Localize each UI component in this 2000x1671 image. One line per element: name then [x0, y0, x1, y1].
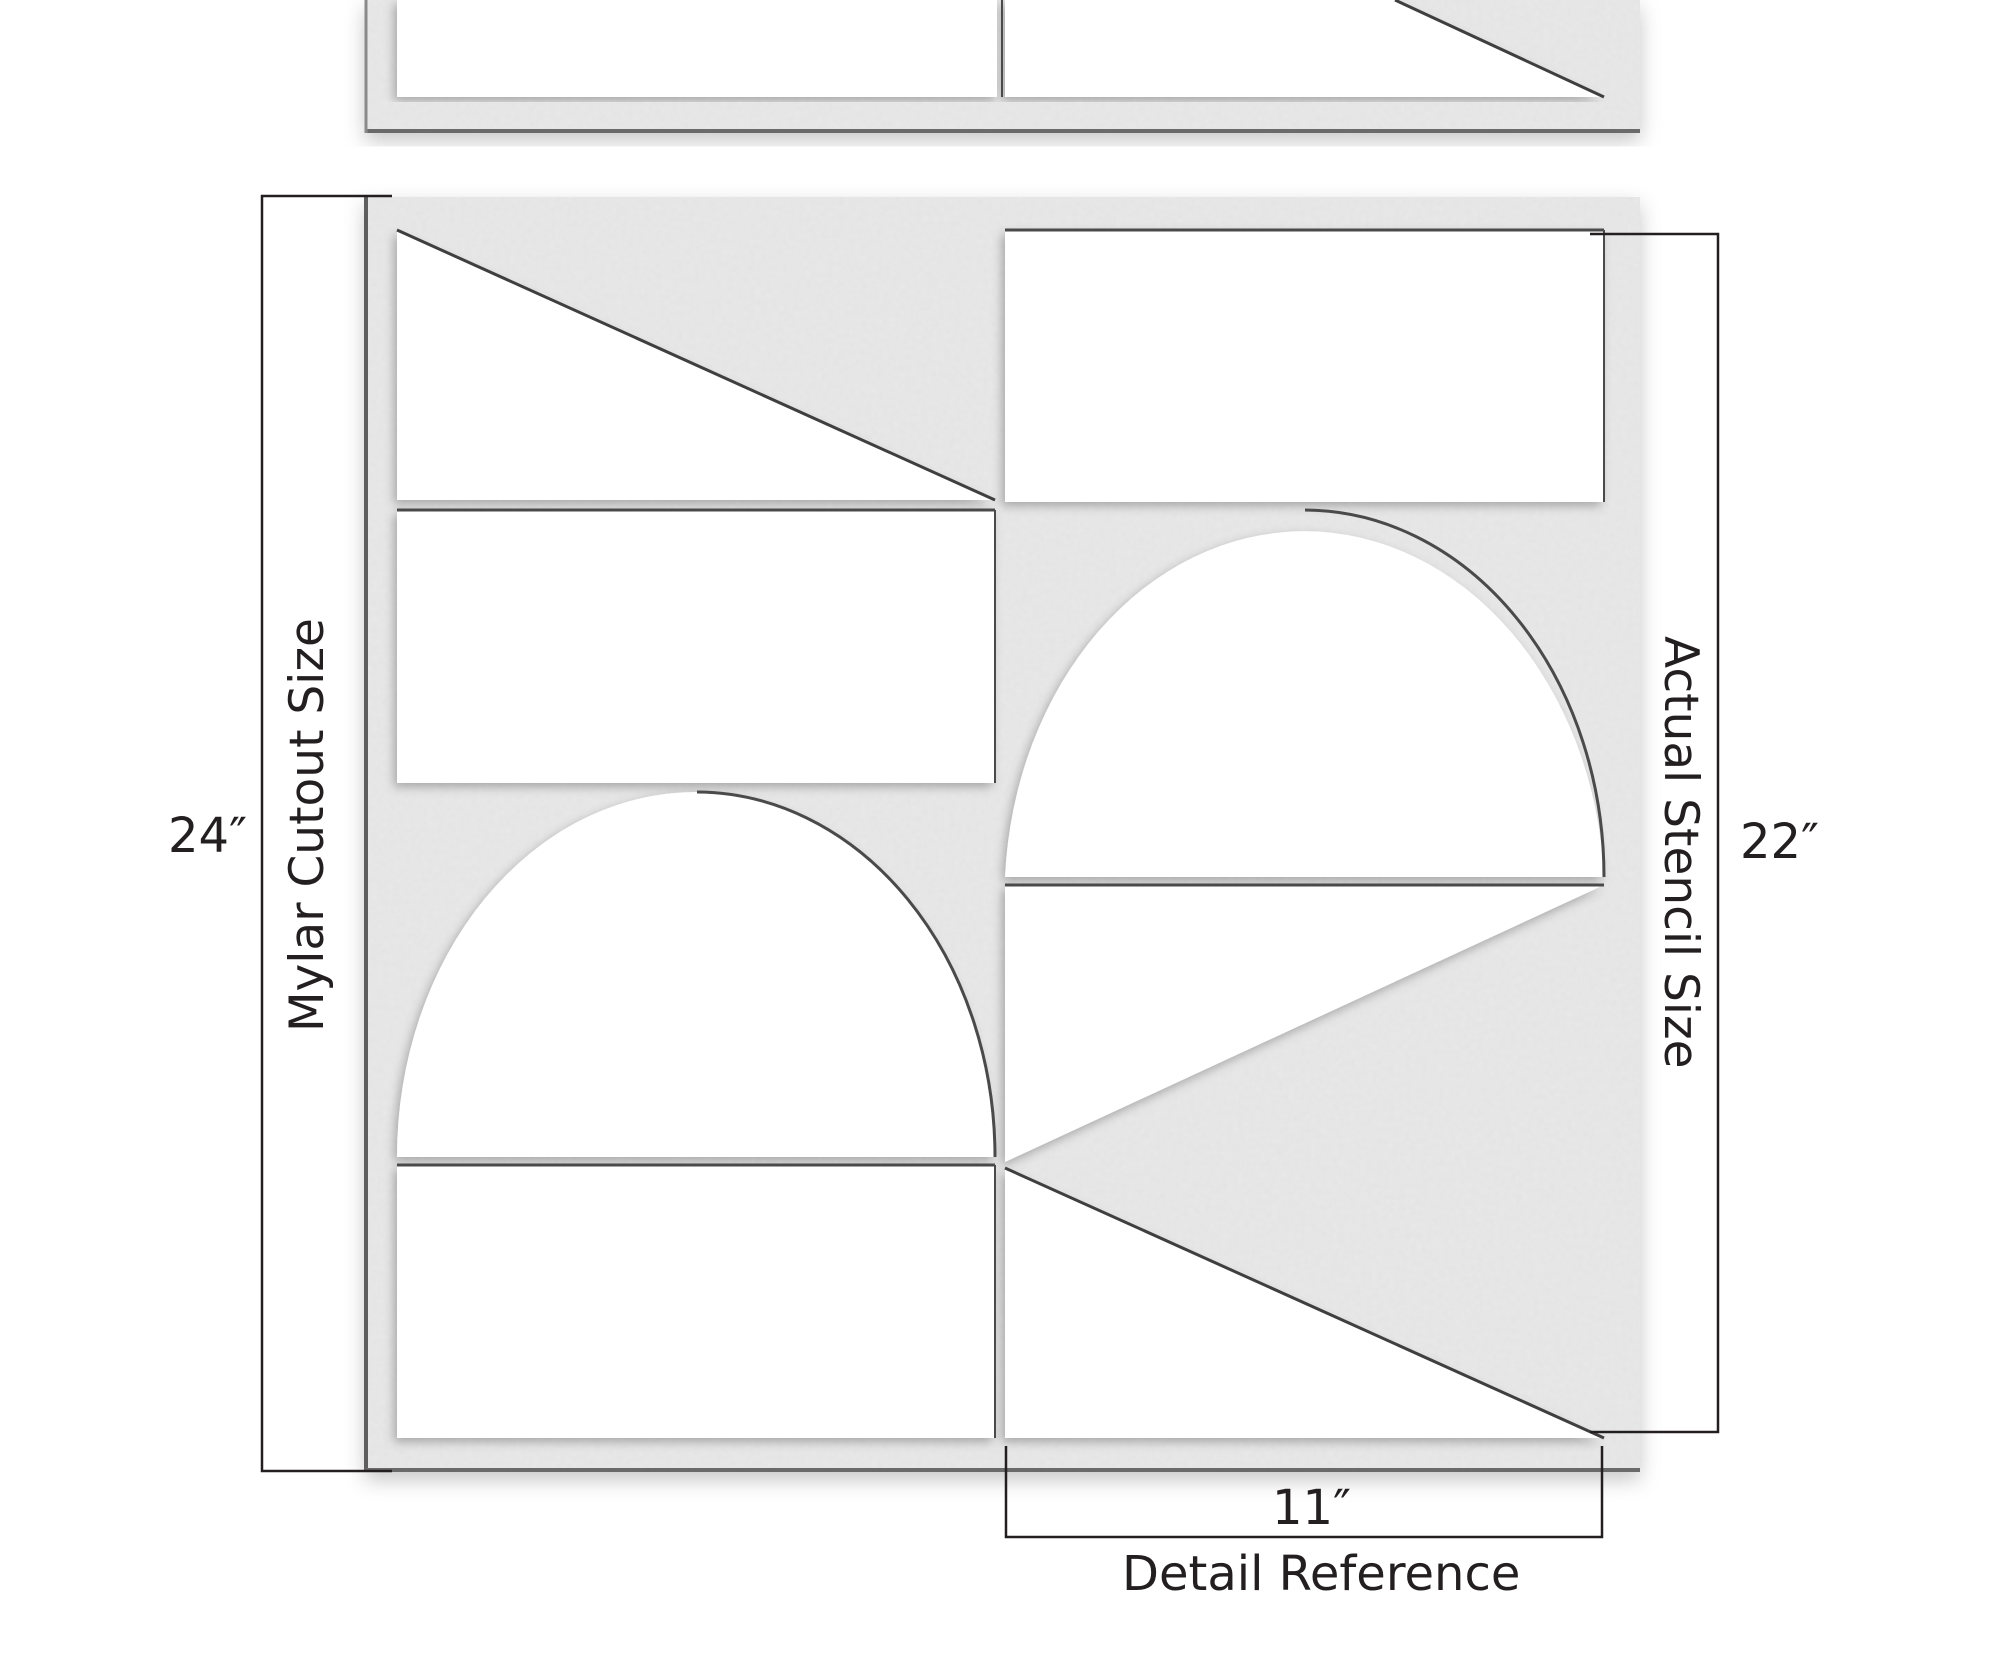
- left-rect-cutout-2: [397, 1165, 995, 1438]
- left-rect-cutout-1: [397, 510, 995, 783]
- detail-width-value: 11″: [1272, 1480, 1352, 1536]
- mylar-cutout-label: Mylar Cutout Size: [280, 618, 335, 1032]
- top-partial-panel: [364, 0, 1640, 133]
- left-arch-cutout: [397, 792, 995, 1157]
- right-arch-cutout: [1005, 531, 1604, 877]
- dimension-lines: [260, 194, 1720, 1539]
- detail-reference-bracket: [1004, 1446, 1604, 1539]
- right-rect-cutout: [1005, 230, 1604, 502]
- main-panel: [364, 197, 1640, 1472]
- top-triangle-cutout: [1005, 0, 1604, 97]
- detail-reference-label: Detail Reference: [1122, 1546, 1521, 1602]
- mylar-cutout-bracket: [260, 194, 392, 1473]
- actual-stencil-bracket: [1590, 232, 1720, 1434]
- top-rect-cutout: [397, 0, 997, 97]
- right-upper-triangle-cutout: [1005, 885, 1604, 1162]
- actual-stencil-label: Actual Stencil Size: [1653, 636, 1708, 1069]
- outer-height-value: 24″: [168, 808, 248, 864]
- inner-height-value: 22″: [1740, 814, 1820, 870]
